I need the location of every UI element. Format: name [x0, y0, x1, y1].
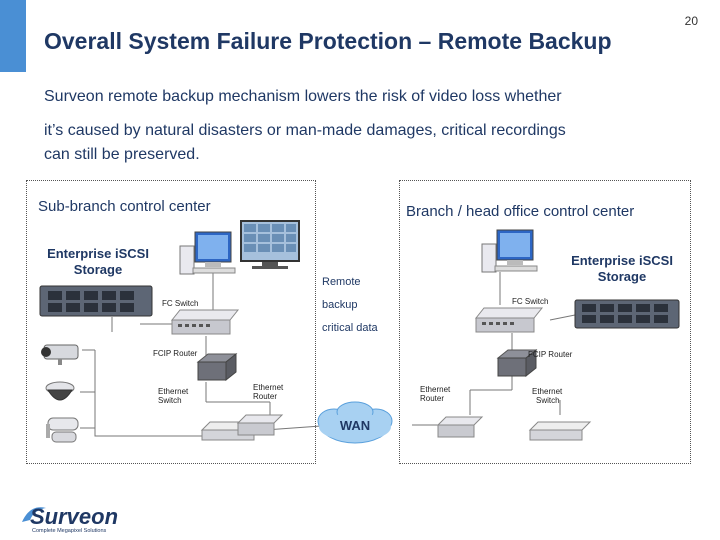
right-fc-switch-icon [474, 307, 544, 333]
left-fc-switch-label: FC Switch [162, 299, 198, 308]
right-fc-switch-label: FC Switch [512, 297, 548, 306]
right-ethernet-switch-label-1: Ethernet [532, 387, 563, 396]
left-storage-label: Enterprise iSCSI Storage [47, 246, 149, 278]
left-fcip-router-icon [196, 352, 238, 382]
sub-branch-box [26, 180, 316, 464]
body-line-3: can still be preserved. [44, 146, 200, 163]
left-ethernet-switch-label-2: Switch [158, 396, 182, 405]
left-ethernet-switch-label-1: Ethernet [158, 387, 189, 396]
body-line-2: it’s caused by natural disasters or man-… [44, 122, 566, 139]
head-office-box [399, 180, 691, 464]
right-ethernet-router-label-1: Ethernet [420, 385, 451, 394]
logo-word: Surveon [30, 504, 118, 529]
logo-tagline: Complete Megapixel Solutions [32, 528, 107, 534]
wan-label: WAN [340, 418, 370, 433]
left-fc-switch-icon [170, 309, 240, 335]
logo-swoosh-icon [22, 507, 46, 522]
dome-camera-icon [45, 381, 75, 401]
left-ethernet-router-label-1: Ethernet [253, 383, 284, 392]
remote-label-1: Remote [322, 276, 361, 288]
right-fcip-router-icon [496, 348, 538, 378]
left-ethernet-router-icon [236, 414, 284, 436]
body-line-1: Surveon remote backup mechanism lowers t… [44, 88, 562, 105]
box-camera-icon [41, 344, 79, 365]
left-workstation-icon [179, 231, 236, 275]
right-ethernet-router-icon [436, 416, 484, 438]
connection-lines [80, 272, 576, 437]
left-ethernet-router-label-2: Router [253, 392, 277, 401]
remote-label-3: critical data [322, 322, 378, 334]
left-fcip-router-label: FCIP Router [153, 349, 198, 358]
surveon-logo: Surveon Complete Megapixel Solutions [22, 504, 118, 534]
wan-cloud-icon [317, 401, 393, 444]
head-office-label: Branch / head office control center [406, 203, 635, 220]
right-ethernet-switch-label-2: Switch [536, 396, 560, 405]
left-storage-server-icon [39, 285, 153, 317]
right-storage-server-icon [574, 299, 680, 329]
right-ethernet-router-label-2: Router [420, 394, 444, 403]
bullet-camera-icon [46, 417, 79, 443]
page-number: 20 [684, 14, 698, 28]
right-fcip-router-label: FCIP Router [528, 350, 573, 359]
right-storage-label: Enterprise iSCSI Storage [571, 253, 673, 285]
right-workstation-icon [481, 229, 538, 273]
sub-branch-label: Sub-branch control center [38, 198, 211, 215]
title-accent-bar [0, 0, 26, 72]
remote-label-2: backup [322, 299, 358, 311]
right-ethernet-switch-icon [528, 421, 592, 441]
left-video-monitor-icon [240, 220, 300, 269]
slide-title: Overall System Failure Protection – Remo… [44, 28, 612, 54]
